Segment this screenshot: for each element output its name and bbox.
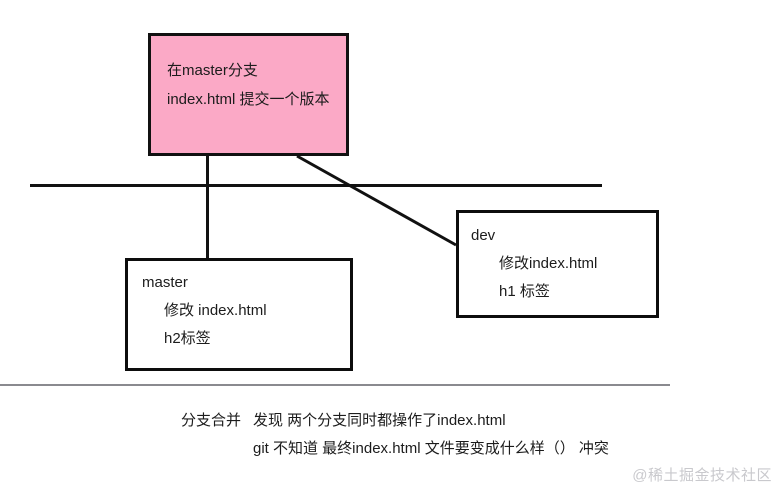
caption-line-1: 发现 两个分支同时都操作了index.html bbox=[253, 412, 506, 429]
master-box-title: master bbox=[142, 274, 188, 291]
main-timeline bbox=[30, 184, 602, 187]
commit-box-line-2: index.html 提交一个版本 bbox=[167, 91, 330, 108]
commit-box: 在master分支 index.html 提交一个版本 bbox=[148, 33, 349, 156]
master-branch-connector bbox=[206, 155, 209, 259]
dev-box-title: dev bbox=[471, 227, 496, 244]
dev-branch-box: dev 修改index.html h1 标签 bbox=[456, 210, 659, 318]
dev-branch-connector bbox=[296, 154, 457, 247]
dev-box-line-3: h1 标签 bbox=[499, 283, 550, 300]
caption-label: 分支合并 bbox=[181, 412, 242, 429]
master-branch-box: master 修改 index.html h2标签 bbox=[125, 258, 353, 371]
commit-box-line-1: 在master分支 bbox=[167, 62, 258, 79]
caption-line-2: git 不知道 最终index.html 文件要变成什么样（） 冲突 bbox=[253, 440, 609, 457]
bottom-divider bbox=[0, 384, 670, 386]
watermark: @稀土掘金技术社区 bbox=[632, 467, 772, 484]
master-box-line-3: h2标签 bbox=[164, 330, 211, 347]
dev-box-line-2: 修改index.html bbox=[499, 255, 598, 272]
master-box-line-2: 修改 index.html bbox=[164, 302, 267, 319]
